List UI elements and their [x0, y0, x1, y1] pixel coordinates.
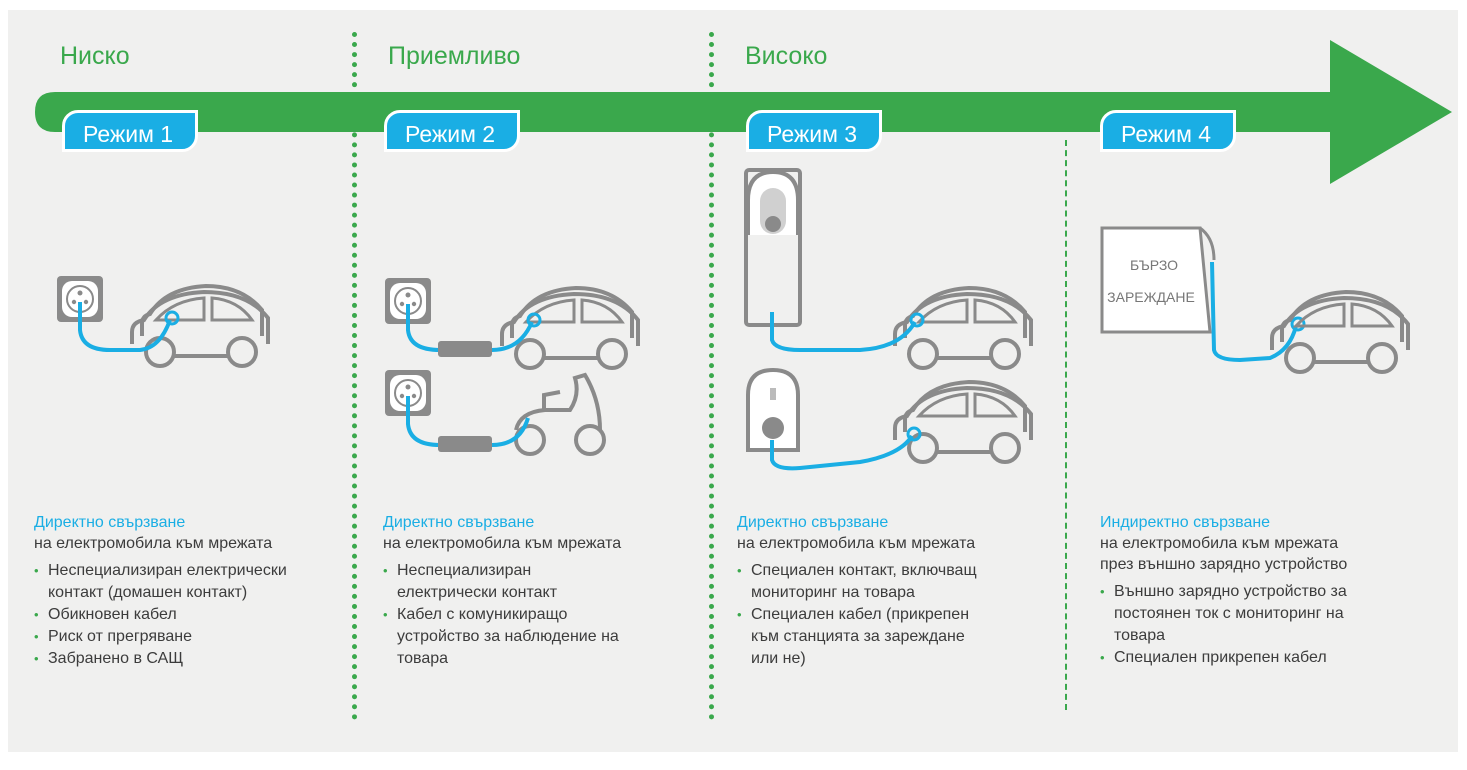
bullet-item: Неспециализиран електрически контакт (до… [34, 560, 354, 604]
description-subheading: на електромобила към мрежата през външно… [1100, 535, 1348, 573]
mode-3-badge: Режим 3 [746, 110, 883, 152]
separator-3 [1065, 140, 1067, 710]
description-subheading: на електромобила към мрежата [737, 535, 976, 552]
car-icon [130, 284, 270, 368]
mode-2-badge: Режим 2 [384, 110, 521, 152]
fast-charger-label-1: БЪРЗО [1130, 257, 1178, 273]
bullet-item: Кабел с комуникиращо устройство за наблю… [383, 604, 703, 670]
description-heading: Индиректно свързване [1100, 514, 1271, 531]
bullet-item: Обикновен кабел [34, 604, 354, 626]
mode-2-description: Директно свързване на електромобила към … [383, 512, 703, 670]
mode-1-badge: Режим 1 [62, 110, 199, 152]
separator-1 [352, 32, 357, 720]
mode-1-description: Директно свързване на електромобила към … [34, 512, 354, 670]
mode-3-description: Директно свързване на електромобила към … [737, 512, 1057, 670]
mode-4-badge: Режим 4 [1100, 110, 1237, 152]
level-high: Високо [745, 42, 828, 70]
bullet-list: Неспециализиран електрически контакт (до… [34, 560, 354, 670]
bullet-item: Специален кабел (прикрепен към станцията… [737, 604, 1057, 670]
bullet-list: Външно зарядно устройство за постоянен т… [1100, 581, 1420, 669]
bullet-list: Специален контакт, включващ мониторинг н… [737, 560, 1057, 670]
wallbox-icon [746, 367, 800, 452]
description-subheading: на електромобила към мрежата [34, 535, 273, 552]
charging-station-icon [744, 168, 802, 327]
car-icon [500, 286, 640, 370]
mode-1-illustration [56, 275, 270, 368]
bullet-item: Риск от прегряване [34, 626, 354, 648]
bullet-list: Неспециализиран електрически контакт Каб… [383, 560, 703, 670]
description-heading: Директно свързване [383, 514, 535, 531]
level-acceptable: Приемливо [388, 42, 521, 70]
fast-charger-label-2: ЗАРЕЖДАНЕ [1107, 289, 1195, 305]
description-heading: Директно свързване [34, 514, 186, 531]
mode-2-illustration [384, 277, 640, 456]
bullet-item: Забранено в САЩ [34, 648, 354, 670]
description-heading: Директно свързване [737, 514, 889, 531]
bullet-item: Неспециализиран електрически контакт [383, 560, 703, 604]
mode-3-illustration [744, 168, 1033, 471]
bullet-item: Външно зарядно устройство за постоянен т… [1100, 581, 1420, 647]
scooter-icon [514, 372, 606, 456]
level-low: Ниско [60, 42, 130, 70]
mode-4-illustration: БЪРЗО ЗАРЕЖДАНЕ [1100, 226, 1410, 374]
control-box-icon [438, 341, 492, 357]
bullet-item: Специален контакт, включващ мониторинг н… [737, 560, 1057, 604]
car-icon [893, 380, 1033, 464]
control-box-icon [438, 436, 492, 452]
bullet-item: Специален прикрепен кабел [1100, 647, 1420, 669]
car-icon [893, 286, 1033, 370]
separator-2 [709, 32, 714, 720]
description-subheading: на електромобила към мрежата [383, 535, 622, 552]
fast-charger-icon: БЪРЗО ЗАРЕЖДАНЕ [1100, 226, 1216, 334]
mode-4-description: Индиректно свързване на електромобила къ… [1100, 512, 1420, 669]
